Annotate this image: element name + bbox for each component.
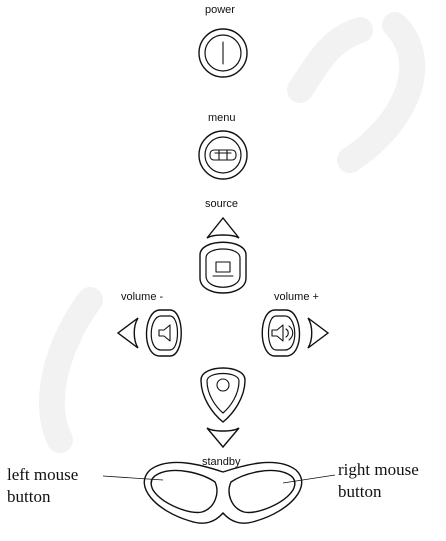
menu-button[interactable] [198, 130, 248, 180]
volume-up-button[interactable] [261, 309, 301, 357]
background-watermark [39, 12, 426, 453]
volume-down-button[interactable] [145, 309, 182, 357]
speaker-high-icon [271, 324, 294, 342]
leader-lines [102, 474, 336, 484]
monitor-icon [212, 261, 234, 277]
right-arrow-button[interactable] [307, 317, 330, 349]
down-arrow-button[interactable] [206, 427, 240, 449]
left-mouse-button-callout: left mouse button [7, 465, 79, 506]
power-label: power [205, 4, 235, 16]
source-label: source [205, 198, 239, 210]
left-mouse-button[interactable] [150, 469, 218, 514]
left-arrow-button[interactable] [116, 317, 139, 349]
menu-label: menu [208, 112, 236, 124]
speaker-low-icon [158, 324, 171, 342]
up-arrow-button[interactable] [206, 216, 240, 239]
volume-up-label: volume + [274, 291, 319, 303]
menu-icon [209, 149, 237, 161]
right-mouse-button[interactable] [228, 469, 296, 514]
volume-down-label: volume - [121, 291, 164, 303]
standby-label: standby [202, 456, 241, 468]
circle-icon [216, 378, 230, 392]
right-mouse-button-callout: right mouse button [338, 460, 419, 501]
source-button[interactable] [199, 241, 247, 294]
standby-button[interactable] [200, 367, 246, 423]
